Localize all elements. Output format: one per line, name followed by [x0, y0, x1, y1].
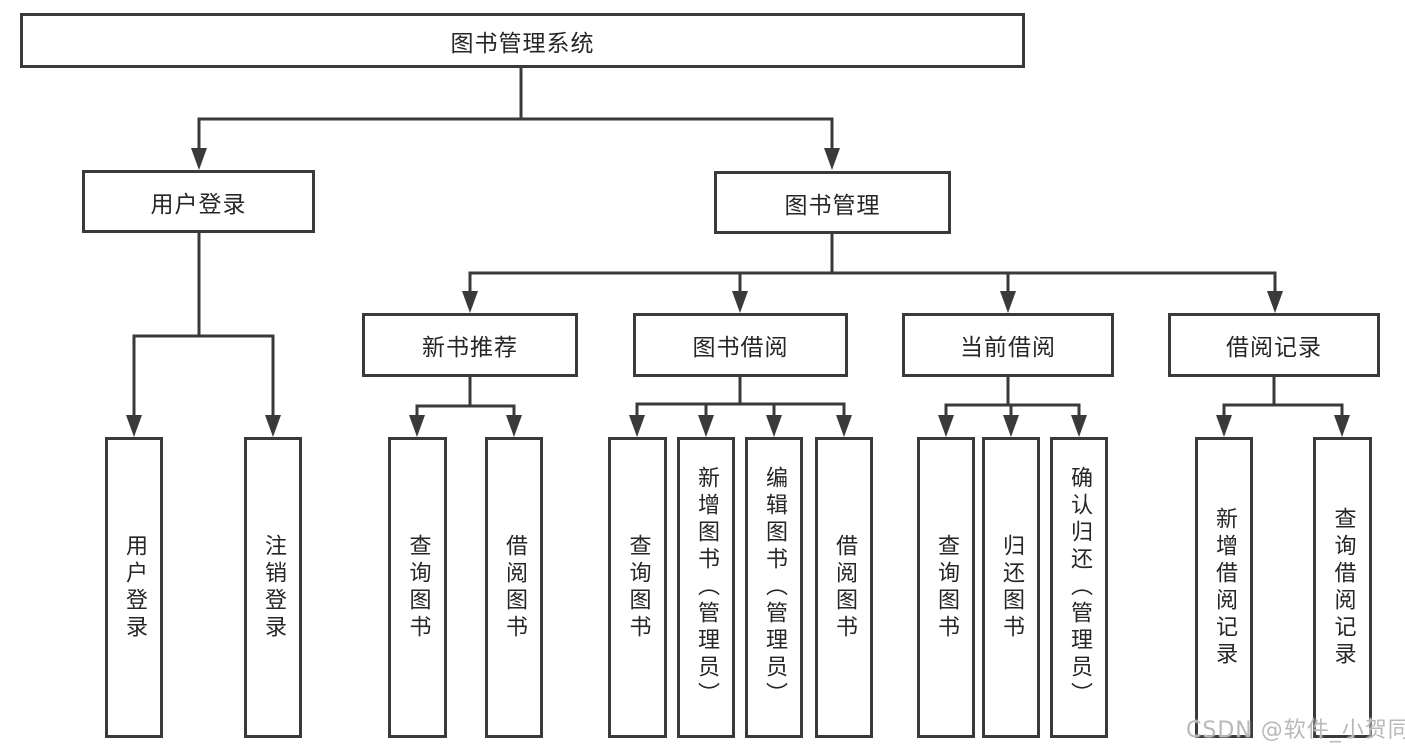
- arrowhead-icon: [824, 148, 840, 170]
- node-book-borrowing: 图书借阅: [633, 313, 848, 377]
- arrowhead-icon: [1334, 415, 1350, 437]
- csdn-watermark: CSDN @软件_小贺同学: [1186, 718, 1405, 743]
- arrowhead-icon: [938, 415, 954, 437]
- arrowhead-icon: [1000, 291, 1016, 313]
- leaf-add-borrow-record: 新增借阅记录: [1195, 437, 1253, 738]
- node-current-borrowing: 当前借阅: [902, 313, 1114, 377]
- node-root-library-management-system: 图书管理系统: [20, 13, 1025, 68]
- leaf-add-books-admin: 新增图书（管理员）: [677, 437, 735, 738]
- leaf-query-borrow-record: 查询借阅记录: [1313, 437, 1372, 738]
- arrowhead-icon: [698, 415, 714, 437]
- leaf-query-books-recommend: 查询图书: [388, 437, 447, 738]
- leaf-query-books-borrow: 查询图书: [608, 437, 667, 738]
- connector-current-borrow-branch: [944, 375, 1081, 419]
- arrowhead-icon: [836, 415, 852, 437]
- connector-book-borrow-branch: [635, 375, 846, 419]
- arrowhead-icon: [1216, 415, 1232, 437]
- arrowhead-icon: [462, 291, 478, 313]
- arrowhead-icon: [409, 415, 425, 437]
- arrowhead-icon: [126, 415, 142, 437]
- connector-new-book-branch: [415, 375, 516, 419]
- leaf-confirm-return-admin: 确认归还（管理员）: [1050, 437, 1108, 738]
- leaf-logout: 注销登录: [244, 437, 302, 738]
- node-book-management: 图书管理: [714, 171, 951, 234]
- arrowhead-icon: [629, 415, 645, 437]
- arrowhead-icon: [191, 148, 207, 170]
- node-user-login: 用户登录: [82, 170, 315, 233]
- arrowhead-icon: [1267, 291, 1283, 313]
- connector-user-login-branch: [132, 231, 275, 419]
- arrowhead-icon: [506, 415, 522, 437]
- leaf-return-books: 归还图书: [982, 437, 1040, 738]
- leaf-borrow-books: 借阅图书: [815, 437, 873, 738]
- connector-borrow-records-branch: [1222, 375, 1344, 419]
- connector-root-to-level2: [197, 66, 834, 152]
- leaf-query-books-current: 查询图书: [917, 437, 975, 738]
- arrowhead-icon: [1071, 415, 1087, 437]
- leaf-user-login: 用户登录: [105, 437, 163, 738]
- leaf-edit-books-admin: 编辑图书（管理员）: [745, 437, 803, 738]
- connector-book-management-branch: [468, 232, 1277, 295]
- node-new-book-recommendation: 新书推荐: [362, 313, 578, 377]
- leaf-borrow-books-recommend: 借阅图书: [485, 437, 543, 738]
- arrowhead-icon: [732, 291, 748, 313]
- arrowhead-icon: [766, 415, 782, 437]
- node-borrowing-records: 借阅记录: [1168, 313, 1380, 377]
- arrowhead-icon: [265, 415, 281, 437]
- arrowhead-icon: [1003, 415, 1019, 437]
